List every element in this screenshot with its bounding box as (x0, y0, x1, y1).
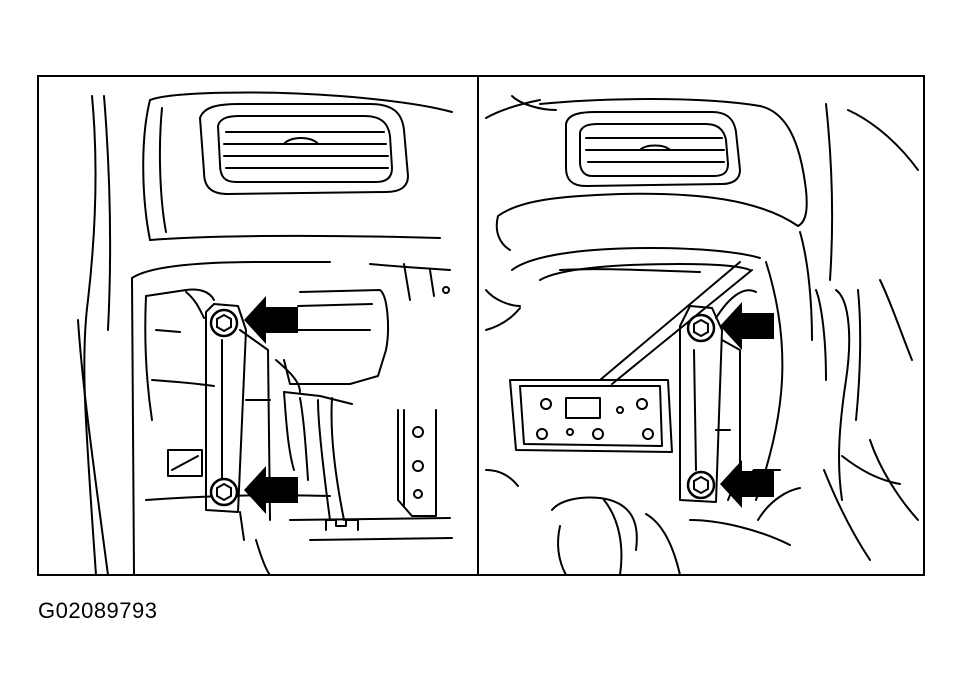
bolt-icon (209, 477, 239, 507)
left-panel (77, 91, 453, 576)
bolt-icon (209, 308, 239, 338)
right-panel (485, 95, 919, 576)
figure-id-label: G02089793 (38, 598, 158, 623)
diagram-frame (37, 75, 925, 576)
bolt-icon (686, 313, 716, 343)
bolt-icon (686, 470, 716, 500)
